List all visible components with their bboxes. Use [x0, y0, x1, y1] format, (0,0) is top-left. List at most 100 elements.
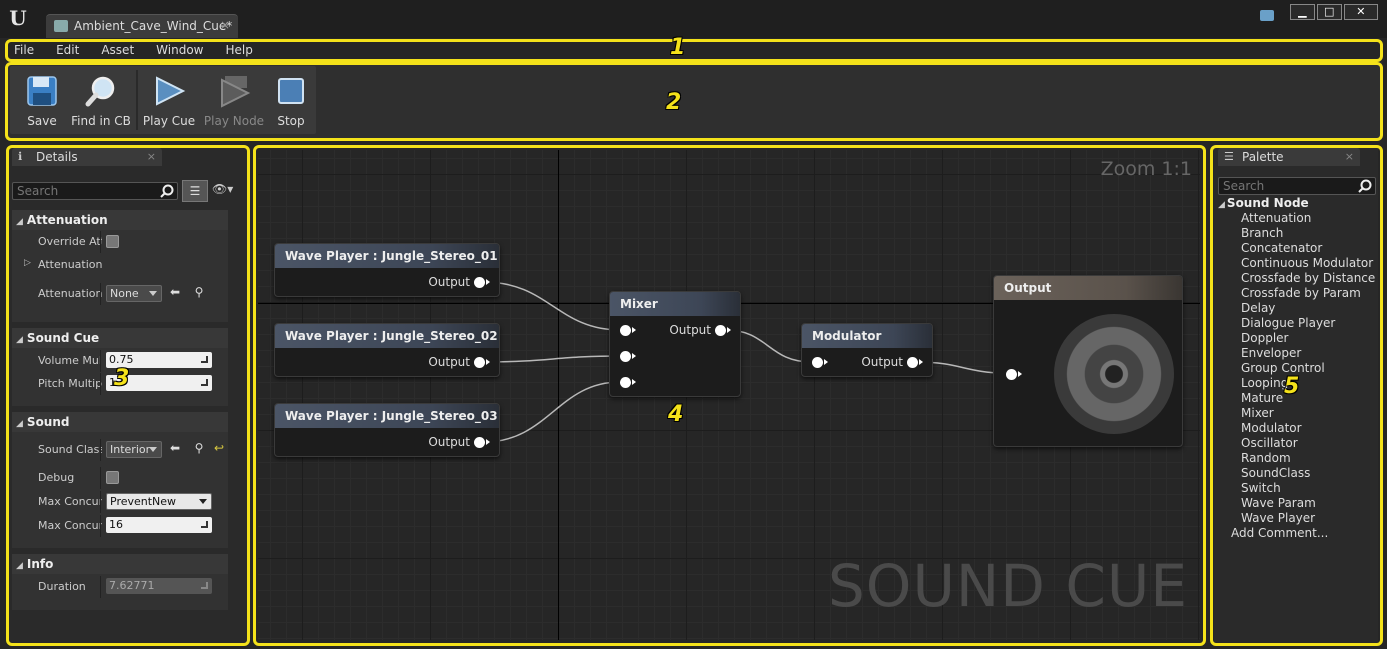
menu-help[interactable]: Help: [225, 43, 253, 57]
output-pin-label: Output: [428, 355, 470, 369]
eye-visibility-icon[interactable]: 👁▾: [212, 182, 234, 196]
palette-item-concatenator[interactable]: Concatenator: [1241, 241, 1323, 255]
category-header-attenuation[interactable]: ◢Attenuation: [12, 210, 228, 230]
node-modulator[interactable]: Modulator Output: [801, 323, 933, 377]
palette-item-oscillator[interactable]: Oscillator: [1241, 436, 1298, 450]
palette-item-random[interactable]: Random: [1241, 451, 1291, 465]
input-pin-1[interactable]: [620, 325, 636, 336]
max-concurrency-count-field[interactable]: 16: [106, 517, 212, 534]
palette-item-dialogue-player[interactable]: Dialogue Player: [1241, 316, 1336, 330]
input-pin[interactable]: [812, 357, 828, 368]
property-duration: Duration 7.62771: [12, 576, 228, 598]
palette-item-group-control[interactable]: Group Control: [1241, 361, 1325, 375]
category-header-info[interactable]: ◢Info: [12, 554, 228, 574]
details-search-input[interactable]: [13, 183, 177, 199]
collapse-triangle-icon: ◢: [16, 561, 23, 571]
maximize-button[interactable]: □: [1316, 4, 1342, 20]
palette-item-looping[interactable]: Looping: [1241, 376, 1289, 390]
sound-cue-graph[interactable]: Zoom 1:1 SOUND CUE Wave Player : Jungle_…: [258, 150, 1200, 640]
play-node-button[interactable]: Play Node: [202, 66, 266, 134]
find-in-cb-button[interactable]: Find in CB: [68, 66, 134, 134]
output-pin[interactable]: Output: [428, 354, 490, 370]
node-wave-player-01[interactable]: Wave Player : Jungle_Stereo_01 Output: [274, 243, 500, 297]
chat-icon[interactable]: [1260, 10, 1274, 21]
node-title: Mixer: [610, 292, 740, 316]
menu-window[interactable]: Window: [156, 43, 204, 57]
save-button[interactable]: Save: [14, 66, 70, 134]
node-wave-player-02[interactable]: Wave Player : Jungle_Stereo_02 Output: [274, 323, 500, 377]
palette-item-modulator[interactable]: Modulator: [1241, 421, 1302, 435]
volume-multiplier-field[interactable]: 0.75: [106, 352, 212, 369]
browse-magnifier-icon[interactable]: ⚲: [194, 441, 204, 455]
view-options-list-icon[interactable]: ☰: [182, 180, 208, 202]
details-tab-close-icon[interactable]: ×: [146, 150, 156, 163]
play-node-icon: [221, 76, 251, 108]
palette-tab[interactable]: ☰ Palette ×: [1218, 148, 1360, 166]
unreal-logo-icon: U: [9, 6, 27, 30]
spin-handle-icon: [201, 356, 208, 363]
palette-item-enveloper[interactable]: Enveloper: [1241, 346, 1302, 360]
palette-item-wave-player[interactable]: Wave Player: [1241, 511, 1316, 525]
node-title: Wave Player : Jungle_Stereo_03: [275, 404, 499, 428]
details-tab[interactable]: ℹ Details ×: [12, 148, 162, 166]
menu-file[interactable]: File: [14, 43, 35, 57]
palette-item-mature[interactable]: Mature: [1241, 391, 1284, 405]
numeric-value: 0.75: [109, 353, 134, 366]
details-search-field[interactable]: [12, 182, 178, 200]
palette-item-mixer[interactable]: Mixer: [1241, 406, 1274, 420]
output-pin[interactable]: Output: [428, 274, 490, 290]
pitch-multiplier-field[interactable]: 1: [106, 375, 212, 392]
play-cue-button[interactable]: Play Cue: [140, 66, 198, 134]
document-tab-close-icon[interactable]: ×: [219, 18, 230, 32]
palette-add-comment[interactable]: Add Comment...: [1231, 526, 1329, 540]
output-pin[interactable]: Output: [669, 322, 731, 338]
palette-item-wave-param[interactable]: Wave Param: [1241, 496, 1316, 510]
input-pin[interactable]: [1006, 369, 1022, 380]
palette-item-switch[interactable]: Switch: [1241, 481, 1281, 495]
attenuation-asset-dropdown[interactable]: None: [106, 285, 162, 302]
palette-item-crossfade-by-param[interactable]: Crossfade by Param: [1241, 286, 1361, 300]
category-header-sound-cue[interactable]: ◢Sound Cue: [12, 328, 228, 348]
input-pin-2[interactable]: [620, 351, 636, 362]
use-selected-arrow-icon[interactable]: ⬅: [169, 441, 181, 455]
palette-category-sound-node[interactable]: ◢Sound Node: [1218, 196, 1309, 210]
chevron-down-icon: [199, 499, 207, 504]
dropdown-box: None: [106, 285, 162, 302]
close-button[interactable]: ✕: [1343, 4, 1378, 20]
browse-magnifier-icon[interactable]: ⚲: [194, 285, 204, 299]
palette-search-input[interactable]: [1219, 178, 1375, 194]
output-pin[interactable]: Output: [861, 354, 923, 370]
node-wave-player-03[interactable]: Wave Player : Jungle_Stereo_03 Output: [274, 403, 500, 457]
palette-item-delay[interactable]: Delay: [1241, 301, 1276, 315]
category-info: ◢Info Duration 7.62771: [12, 554, 228, 610]
node-output[interactable]: Output: [993, 275, 1183, 447]
override-attenuation-checkbox[interactable]: [106, 235, 119, 252]
output-pin[interactable]: Output: [428, 434, 490, 450]
palette-item-branch[interactable]: Branch: [1241, 226, 1284, 240]
sound-class-dropdown[interactable]: Interior: [106, 441, 162, 458]
debug-checkbox[interactable]: [106, 471, 119, 488]
toolbar-separator: [136, 70, 138, 130]
annotation-number-1: 1: [670, 35, 686, 60]
palette-item-crossfade-by-distance[interactable]: Crossfade by Distance: [1241, 271, 1376, 285]
input-pin-3[interactable]: [620, 377, 636, 388]
category-header-sound[interactable]: ◢Sound: [12, 412, 228, 432]
max-concurrency-rule-dropdown[interactable]: PreventNew: [106, 493, 212, 510]
palette-tab-close-icon[interactable]: ×: [1344, 150, 1354, 163]
document-tab[interactable]: Ambient_Cave_Wind_Cue* ×: [46, 14, 238, 38]
expand-triangle-icon[interactable]: ▷: [24, 258, 31, 268]
palette-item-continuous-modulator[interactable]: Continuous Modulator: [1241, 256, 1374, 270]
minimize-button[interactable]: ▁: [1290, 4, 1315, 20]
menu-asset[interactable]: Asset: [101, 43, 135, 57]
menu-edit[interactable]: Edit: [56, 43, 80, 57]
reset-to-default-icon[interactable]: ↩: [213, 441, 225, 455]
use-selected-arrow-icon[interactable]: ⬅: [169, 285, 181, 299]
palette-item-soundclass[interactable]: SoundClass: [1241, 466, 1311, 480]
palette-search-field[interactable]: [1218, 177, 1376, 195]
stop-button[interactable]: Stop: [268, 66, 314, 134]
node-mixer[interactable]: Mixer Output: [609, 291, 741, 397]
speaker-icon: [1054, 314, 1174, 434]
palette-item-attenuation[interactable]: Attenuation: [1241, 211, 1312, 225]
palette-item-doppler[interactable]: Doppler: [1241, 331, 1289, 345]
